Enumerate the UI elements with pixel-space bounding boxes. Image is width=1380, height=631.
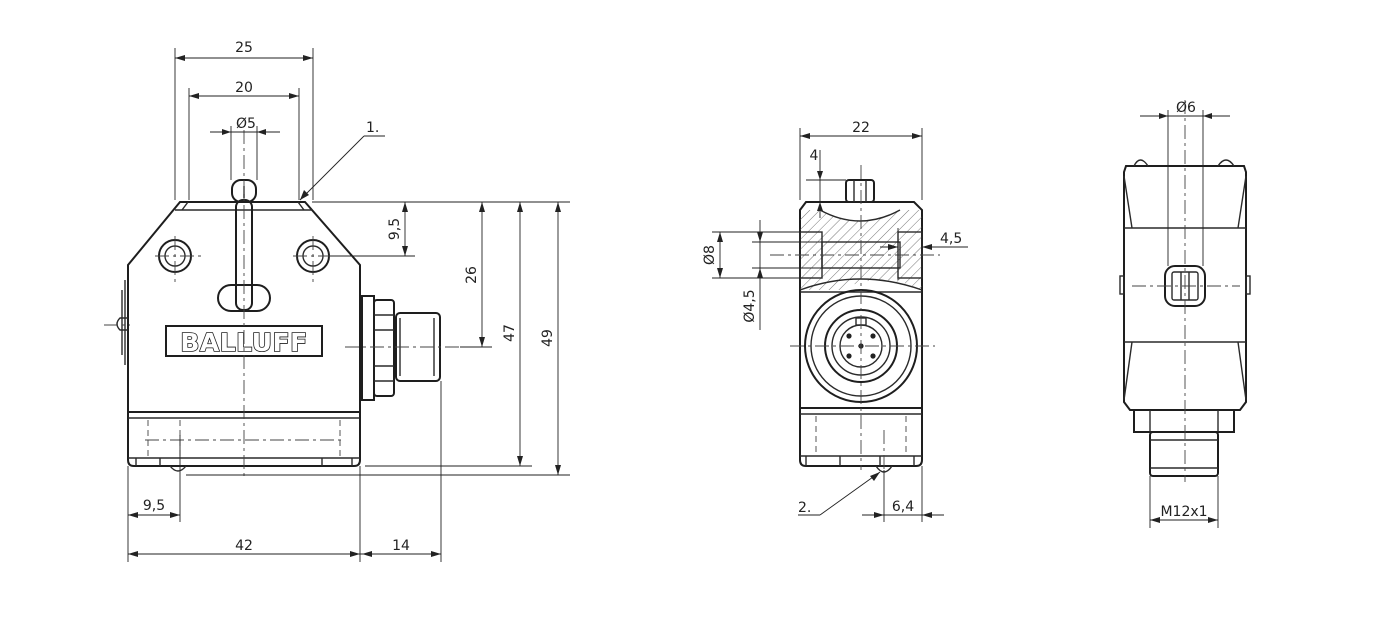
dim-9-5-bottom: 9,5	[143, 498, 165, 514]
dim-dia-8: Ø8	[702, 245, 718, 265]
dim-m12x1: M12x1	[1160, 504, 1207, 520]
dim-9-5-height: 9,5	[387, 218, 403, 240]
side-base	[799, 407, 923, 467]
dim-6-4: 6,4	[892, 499, 914, 515]
dim-4: 4	[810, 148, 819, 164]
dim-42: 42	[235, 538, 253, 554]
dim-4-5-right: 4,5	[940, 231, 962, 247]
dim-26: 26	[464, 266, 480, 284]
connector-flange	[361, 295, 375, 401]
callout-2: 2.	[798, 500, 811, 516]
dim-dia-4-5: Ø4,5	[742, 289, 758, 322]
front-view-dimensions: 25 20 Ø5 1. 9,5 26 47	[127, 40, 570, 562]
top-body-outline	[1123, 165, 1247, 411]
side-plunger	[845, 179, 875, 203]
dim-47: 47	[502, 324, 518, 342]
dim-dia-5: Ø5	[236, 116, 256, 132]
dim-14: 14	[392, 538, 410, 554]
dim-25: 25	[235, 40, 253, 56]
top-view-dimensions: Ø6 M12x1	[1140, 100, 1230, 528]
front-view: BALLUFF	[104, 130, 460, 478]
connector-nut	[373, 299, 395, 397]
side-view	[770, 165, 940, 473]
dim-20: 20	[235, 80, 253, 96]
dim-dia-6: Ø6	[1176, 100, 1196, 116]
callout-1: 1.	[366, 120, 379, 136]
top-connector-flange	[1133, 409, 1235, 433]
top-view	[1119, 100, 1251, 482]
top-connector-body	[1149, 431, 1219, 477]
side-view-dimensions: 22 4 Ø8 Ø4,5 4,5 2. 6,4	[702, 120, 968, 522]
front-base	[127, 411, 361, 467]
dim-22: 22	[852, 120, 870, 136]
dim-49: 49	[540, 329, 556, 347]
